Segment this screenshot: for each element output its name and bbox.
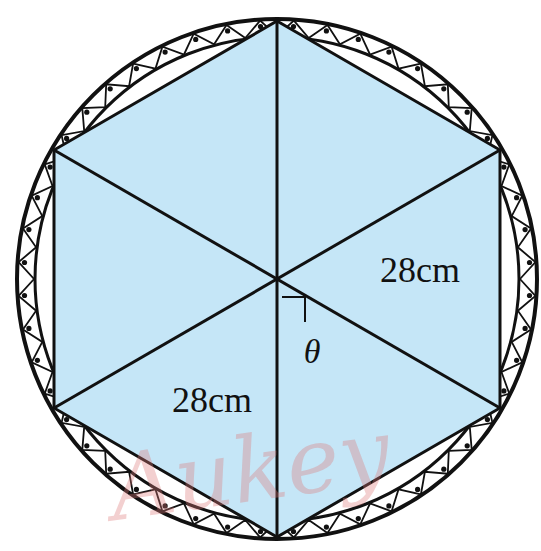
band-dot (84, 443, 89, 448)
band-dot (48, 165, 53, 170)
band-dot (527, 260, 532, 265)
band-dot (108, 86, 113, 91)
outer-circle (17, 19, 537, 539)
band-dot (415, 487, 420, 492)
band-dot (386, 503, 391, 508)
band-dot (225, 525, 230, 530)
band-dot (35, 358, 40, 363)
band-dot (84, 110, 89, 115)
right-angle-mark (282, 297, 305, 322)
spokes (54, 21, 500, 537)
band-dot (441, 467, 446, 472)
band-dot (26, 326, 31, 331)
band-dot (22, 260, 27, 265)
hexagon (54, 21, 500, 537)
band-dot (501, 388, 506, 393)
band-dot (26, 227, 31, 232)
band-dot (386, 50, 391, 55)
band-dot (324, 28, 329, 33)
band-dot (465, 110, 470, 115)
band-dot (35, 195, 40, 200)
band-dot (465, 443, 470, 448)
band-dot (193, 37, 198, 42)
band-dot (324, 525, 329, 530)
dimension-label: 28cm (380, 252, 460, 288)
zigzag (19, 21, 536, 538)
band-dot (48, 388, 53, 393)
band-dot (225, 28, 230, 33)
band-dot (22, 293, 27, 298)
band-dot (356, 516, 361, 521)
band-dot (514, 195, 519, 200)
band-dot (134, 66, 139, 71)
band-dot (415, 66, 420, 71)
angle-label: θ (304, 335, 321, 369)
dimension-label: 28cm (172, 382, 252, 418)
band-dot (514, 358, 519, 363)
band-dot (523, 227, 528, 232)
band-dot (527, 293, 532, 298)
band-dot (163, 50, 168, 55)
decorative-band (19, 21, 536, 538)
band-dot (501, 165, 506, 170)
band-dot (523, 326, 528, 331)
band-dot (356, 37, 361, 42)
band-dot (441, 86, 446, 91)
